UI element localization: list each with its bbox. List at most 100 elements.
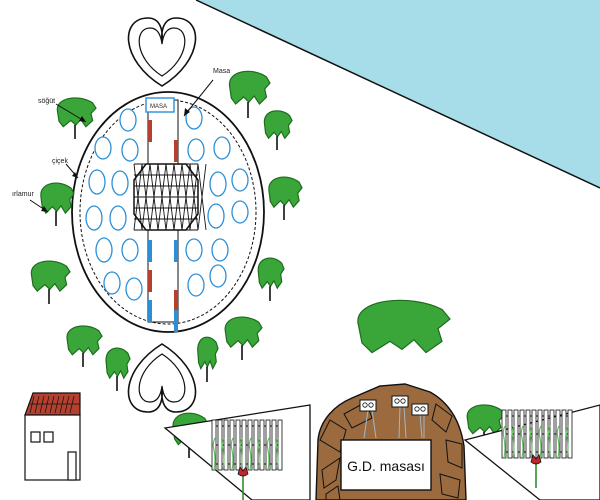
dome-strut xyxy=(149,163,159,231)
vine xyxy=(257,437,261,471)
tree-canopy xyxy=(56,97,97,128)
weeping-tree-icon xyxy=(66,325,103,367)
pavilion-nodes xyxy=(359,395,429,439)
pool xyxy=(207,203,225,229)
weeping-tree-icon xyxy=(105,347,131,391)
walkway-bollard xyxy=(174,290,178,312)
masa-box xyxy=(145,97,175,113)
node-dot xyxy=(368,402,374,408)
heart-arch-top-inner xyxy=(138,27,186,77)
walkway-bollard xyxy=(148,240,152,262)
pavilion-stone xyxy=(439,473,461,499)
roof-tile-line xyxy=(54,395,60,414)
fence-picket xyxy=(531,409,537,459)
pavilion-stone xyxy=(445,439,463,469)
house-door xyxy=(67,451,77,481)
pool xyxy=(111,170,129,196)
pool xyxy=(121,238,139,262)
node-dot xyxy=(414,406,420,412)
pool xyxy=(187,273,205,297)
pool xyxy=(187,138,205,162)
pool xyxy=(119,108,137,132)
roof-tile-line xyxy=(34,395,40,414)
node-box xyxy=(391,395,409,408)
pool xyxy=(211,238,229,262)
weeping-tree-icon xyxy=(357,299,451,354)
weeping-tree-icon xyxy=(56,97,97,139)
tree-canopy xyxy=(197,336,219,371)
vine xyxy=(275,437,279,471)
sign-label: G.D. masası xyxy=(347,458,425,474)
fence-picket xyxy=(271,419,277,471)
node-line xyxy=(371,409,377,439)
tree-canopy xyxy=(105,347,131,380)
roof-tile-line xyxy=(39,395,45,414)
pool xyxy=(95,237,113,263)
heart-arch-top xyxy=(127,17,197,87)
walkway-bollard xyxy=(174,140,178,162)
fence-picket xyxy=(513,409,519,459)
vine xyxy=(502,425,506,459)
tree-canopy xyxy=(40,182,75,215)
walkway-bollard xyxy=(148,300,152,322)
callout-masa: Masa xyxy=(183,68,230,117)
tree-canopy xyxy=(66,325,103,356)
pavilion-stone xyxy=(319,419,347,453)
sign-board xyxy=(340,439,432,491)
roof-tile-line xyxy=(29,395,35,414)
fence-picket xyxy=(507,409,513,459)
walkway-bollard xyxy=(148,120,152,142)
house-window-right xyxy=(43,431,54,443)
walkway-bollard xyxy=(148,270,152,292)
fence-picket xyxy=(235,419,241,471)
weeping-tree-icon xyxy=(30,260,71,304)
pool xyxy=(209,171,227,197)
node-line xyxy=(419,413,423,439)
dome-strut xyxy=(197,163,207,231)
node-box xyxy=(359,399,377,412)
weeping-tree-icon xyxy=(228,70,271,118)
weeping-tree-icon xyxy=(40,182,75,226)
vine xyxy=(212,437,216,471)
pool xyxy=(85,205,103,231)
pool xyxy=(109,205,127,231)
callout-cicek: çiçek xyxy=(52,158,79,179)
fence-picket xyxy=(549,409,555,459)
callout-sogut-label: söğüt xyxy=(38,98,55,105)
fence-picket xyxy=(543,409,549,459)
tree-canopy xyxy=(257,257,285,290)
house-icon xyxy=(24,392,81,481)
masa-box-label: MASA xyxy=(150,104,167,110)
tree-canopy xyxy=(228,70,271,105)
node-dot xyxy=(394,398,400,404)
fence-picket xyxy=(253,419,259,471)
tree-canopy xyxy=(224,316,263,349)
weeping-tree-icon xyxy=(224,316,263,360)
node-dot xyxy=(400,398,406,404)
dome-strut xyxy=(181,163,191,231)
dome-strut xyxy=(165,163,175,231)
callout-cicek-arrowhead xyxy=(72,172,78,178)
vine xyxy=(547,425,551,459)
dome-strut xyxy=(189,163,199,231)
pavilion-stones xyxy=(319,401,463,500)
roof-tiles xyxy=(29,395,80,414)
pavilion-stone xyxy=(321,456,341,489)
trees xyxy=(30,70,597,464)
tulip-icon xyxy=(530,454,542,465)
node-box xyxy=(411,403,429,416)
node-dot xyxy=(420,406,426,412)
node-line xyxy=(403,405,407,439)
lattice-dome-icon xyxy=(133,163,207,231)
sky-edge-line xyxy=(195,0,600,189)
callout-irlamur-arrowhead xyxy=(41,206,48,212)
callout-irlamur-label: ırlamur xyxy=(12,191,34,198)
vine xyxy=(556,425,560,459)
vine xyxy=(248,437,252,471)
tree-canopy xyxy=(263,110,293,140)
roof-tile-line xyxy=(44,395,50,414)
callout-masa-label: Masa xyxy=(213,68,230,75)
callout-cicek-label: çiçek xyxy=(52,158,68,165)
fence-picket xyxy=(241,419,247,471)
